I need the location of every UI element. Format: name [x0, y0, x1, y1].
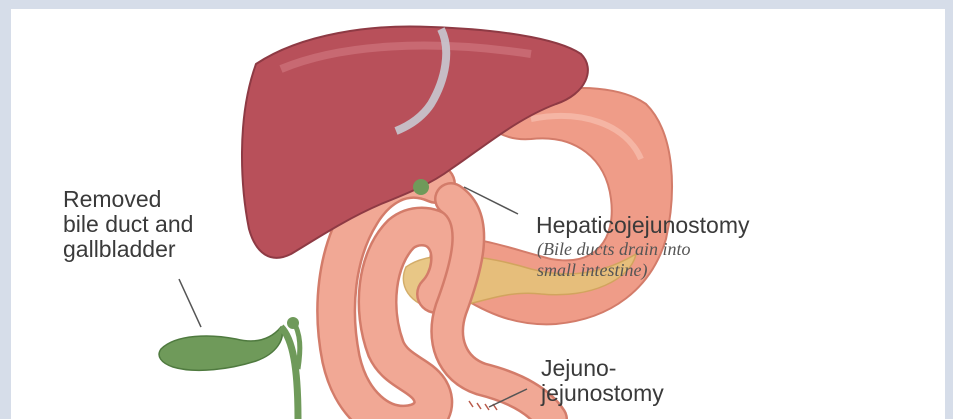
jejunojejunostomy-label-line-1: Jejuno-: [541, 356, 664, 381]
hepatic-duct: [413, 179, 429, 195]
jejunojejunostomy-label-line-2: jejunostomy: [541, 381, 664, 406]
removed-label-line-1: Removed: [63, 187, 193, 212]
hepaticojejunostomy-note: (Bile ducts drain into small intestine): [537, 239, 690, 281]
removed-label-line-3: gallbladder: [63, 237, 193, 262]
duct-bud: [287, 317, 299, 329]
hepaticojejunostomy-note-line-1: (Bile ducts drain into: [537, 239, 690, 260]
bile-duct: [281, 327, 298, 419]
removed-leader-line: [179, 279, 201, 327]
diagram-panel: Removed bile duct and gallbladder Hepati…: [11, 9, 945, 419]
gallbladder: [159, 327, 282, 370]
removed-label-line-2: bile duct and: [63, 212, 193, 237]
hepaticojejunostomy-label: Hepaticojejunostomy: [536, 213, 750, 238]
jejunojejunostomy-label: Jejuno- jejunostomy: [541, 356, 664, 406]
hepaticojejunostomy-note-line-2: small intestine): [537, 260, 690, 281]
removed-bile-duct-label: Removed bile duct and gallbladder: [63, 187, 193, 262]
